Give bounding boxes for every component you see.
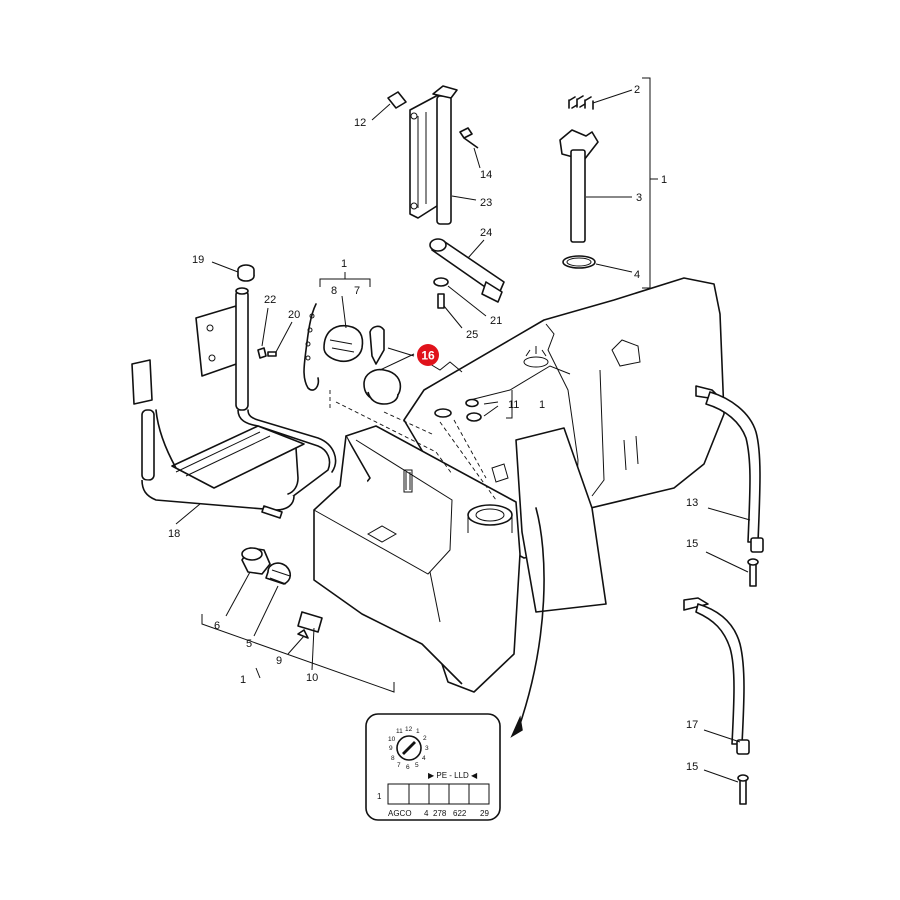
callout-3: 3 [636, 192, 642, 204]
tank-strap-lower [683, 597, 750, 805]
callout-15-upper: 15 [686, 538, 698, 550]
step-support-bracket [387, 85, 479, 225]
step-tube [429, 238, 505, 309]
callout-13: 13 [686, 497, 698, 509]
dial-number: 12 [405, 726, 413, 733]
tank-strap-upper [695, 385, 764, 587]
callout-12: 12 [354, 117, 366, 129]
callout-24: 24 [480, 227, 492, 239]
callout-23: 23 [480, 197, 492, 209]
callout-19: 19 [192, 254, 204, 266]
plate-cells [387, 783, 490, 805]
plate-footer-brand: AGCO [388, 809, 412, 818]
fuel-level-sender [559, 95, 599, 269]
callout-1-cap: 1 [341, 258, 347, 270]
callout-17: 17 [686, 719, 698, 731]
dial-number: 6 [406, 764, 410, 771]
date-plate: 11 12 1 2 3 4 5 6 7 8 9 10 ▶ PE - LLD ◀ … [365, 713, 501, 821]
callout-4: 4 [634, 269, 640, 281]
dial-number: 3 [425, 745, 429, 752]
filler-cap-assembly [303, 272, 402, 405]
dial-number: 11 [396, 728, 403, 735]
tank-bung [465, 398, 482, 422]
callout-2: 2 [634, 84, 640, 96]
callout-11: 11 [508, 399, 519, 411]
callout-14: 14 [480, 169, 492, 181]
dial-number: 4 [422, 755, 426, 762]
callout-5: 5 [246, 638, 252, 650]
callout-15-lower: 15 [686, 761, 698, 773]
plate-row-prefix: 1 [377, 792, 382, 801]
callout-18: 18 [168, 528, 180, 540]
callout-6: 6 [214, 620, 220, 632]
dial-number: 5 [415, 762, 419, 769]
dial-number: 7 [397, 762, 401, 769]
callout-25: 25 [466, 329, 478, 341]
plate-footer-value: 29 [480, 809, 489, 818]
svg-text:16: 16 [421, 349, 435, 363]
plate-footer-value: 622 [453, 809, 467, 818]
callout-1-drain: 1 [240, 674, 246, 686]
callout-1-sender: 1 [661, 174, 667, 186]
plate-footer-value: 4 [424, 809, 429, 818]
dial-number: 8 [391, 755, 395, 762]
dial-number: 9 [389, 745, 393, 752]
callout-22: 22 [264, 294, 276, 306]
callout-9: 9 [276, 655, 282, 667]
drain-plug-group [241, 547, 323, 639]
fuel-hose [517, 507, 545, 731]
callout-21: 21 [490, 315, 502, 327]
callout-20: 20 [288, 309, 300, 321]
callout-7: 7 [354, 285, 360, 297]
callout-16-highlight: 16 [417, 344, 439, 366]
front-tank [313, 425, 521, 693]
dial-number: 2 [423, 735, 427, 742]
plate-footer-value: 278 [433, 809, 447, 818]
dial-number: 1 [416, 728, 420, 735]
callout-8: 8 [331, 285, 337, 297]
callout-1-bung: 1 [539, 399, 545, 411]
access-steps [131, 264, 337, 519]
callout-10: 10 [306, 672, 318, 684]
plate-code-line: ▶ PE - LLD ◀ [428, 771, 478, 780]
dial-number: 10 [388, 736, 396, 743]
